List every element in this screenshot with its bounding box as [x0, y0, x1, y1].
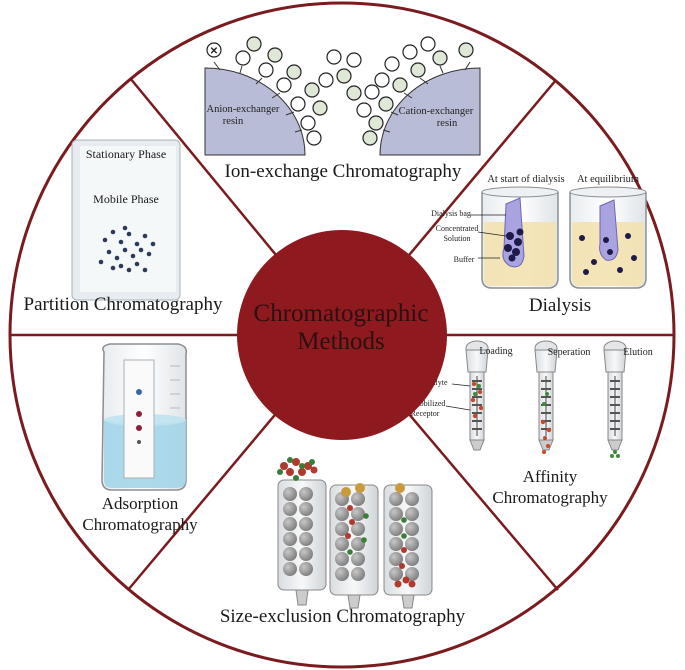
partition-title: Partition Chromatography [23, 294, 223, 315]
anion-label: Anion-exchanger [207, 104, 280, 115]
separation-label: Seperation [548, 347, 591, 358]
cation-minus-icons [362, 42, 474, 146]
buffer-label: Buffer [454, 255, 475, 264]
ion-exchange-illustration: ✕ [204, 36, 481, 156]
partition-illustration [71, 139, 181, 301]
dialysis-title: Dialysis [528, 295, 592, 316]
immobilized-label: Immobilized [405, 399, 446, 408]
cation-label: Cation-exchanger [399, 106, 474, 117]
adsorption-title-line1: Adsorption [101, 494, 179, 513]
affinity-title-line2: Chromatography [492, 488, 608, 507]
concentrated-label: Concentrated [436, 224, 479, 233]
dialysis-equilibrium-label: At equilibrium [577, 174, 639, 185]
cation-plus-icons [356, 36, 436, 118]
center-title: Chromatographic Methods [238, 300, 444, 356]
center-title-line2: Methods [297, 328, 385, 355]
anion-plus-icons [206, 42, 380, 146]
anion-resin-icon [204, 67, 306, 156]
dialysis-start-label: At start of dialysis [487, 174, 564, 185]
size-exclusion-illustration [277, 457, 433, 609]
elution-label: Elution [623, 347, 652, 358]
sec-sample-top [280, 458, 318, 476]
tlc-plate-icon [123, 359, 155, 479]
receptor-label: Receptor [411, 409, 440, 418]
ion-exchange-title: Ion-exchange Chromatography [224, 161, 462, 182]
loading-label: Loading [479, 346, 512, 357]
cation-resin-icon [379, 67, 481, 156]
solution-label: Solution [443, 234, 470, 243]
affinity-illustration [445, 340, 627, 458]
mobile-phase-particles [98, 225, 156, 273]
anion-minus-icons [246, 36, 362, 116]
center-title-line1: Chromatographic [253, 300, 429, 327]
center-circle [237, 230, 447, 440]
svg-text:✕: ✕ [210, 46, 218, 57]
stationary-phase-label: Stationary Phase [85, 147, 167, 161]
anion-label-2: resin [223, 116, 244, 127]
dialysis-illustration [470, 186, 647, 289]
dialysis-bag-label: Dialysis bag [431, 209, 471, 218]
affinity-title-line1: Affinity [522, 467, 578, 486]
mobile-phase-label: Mobile Phase [93, 192, 159, 206]
adsorption-illustration [101, 343, 188, 491]
adsorption-title-line2: Chromatography [82, 515, 198, 534]
size-exclusion-title: Size-exclusion Chromatography [219, 606, 466, 627]
cation-label-2: resin [437, 118, 458, 129]
